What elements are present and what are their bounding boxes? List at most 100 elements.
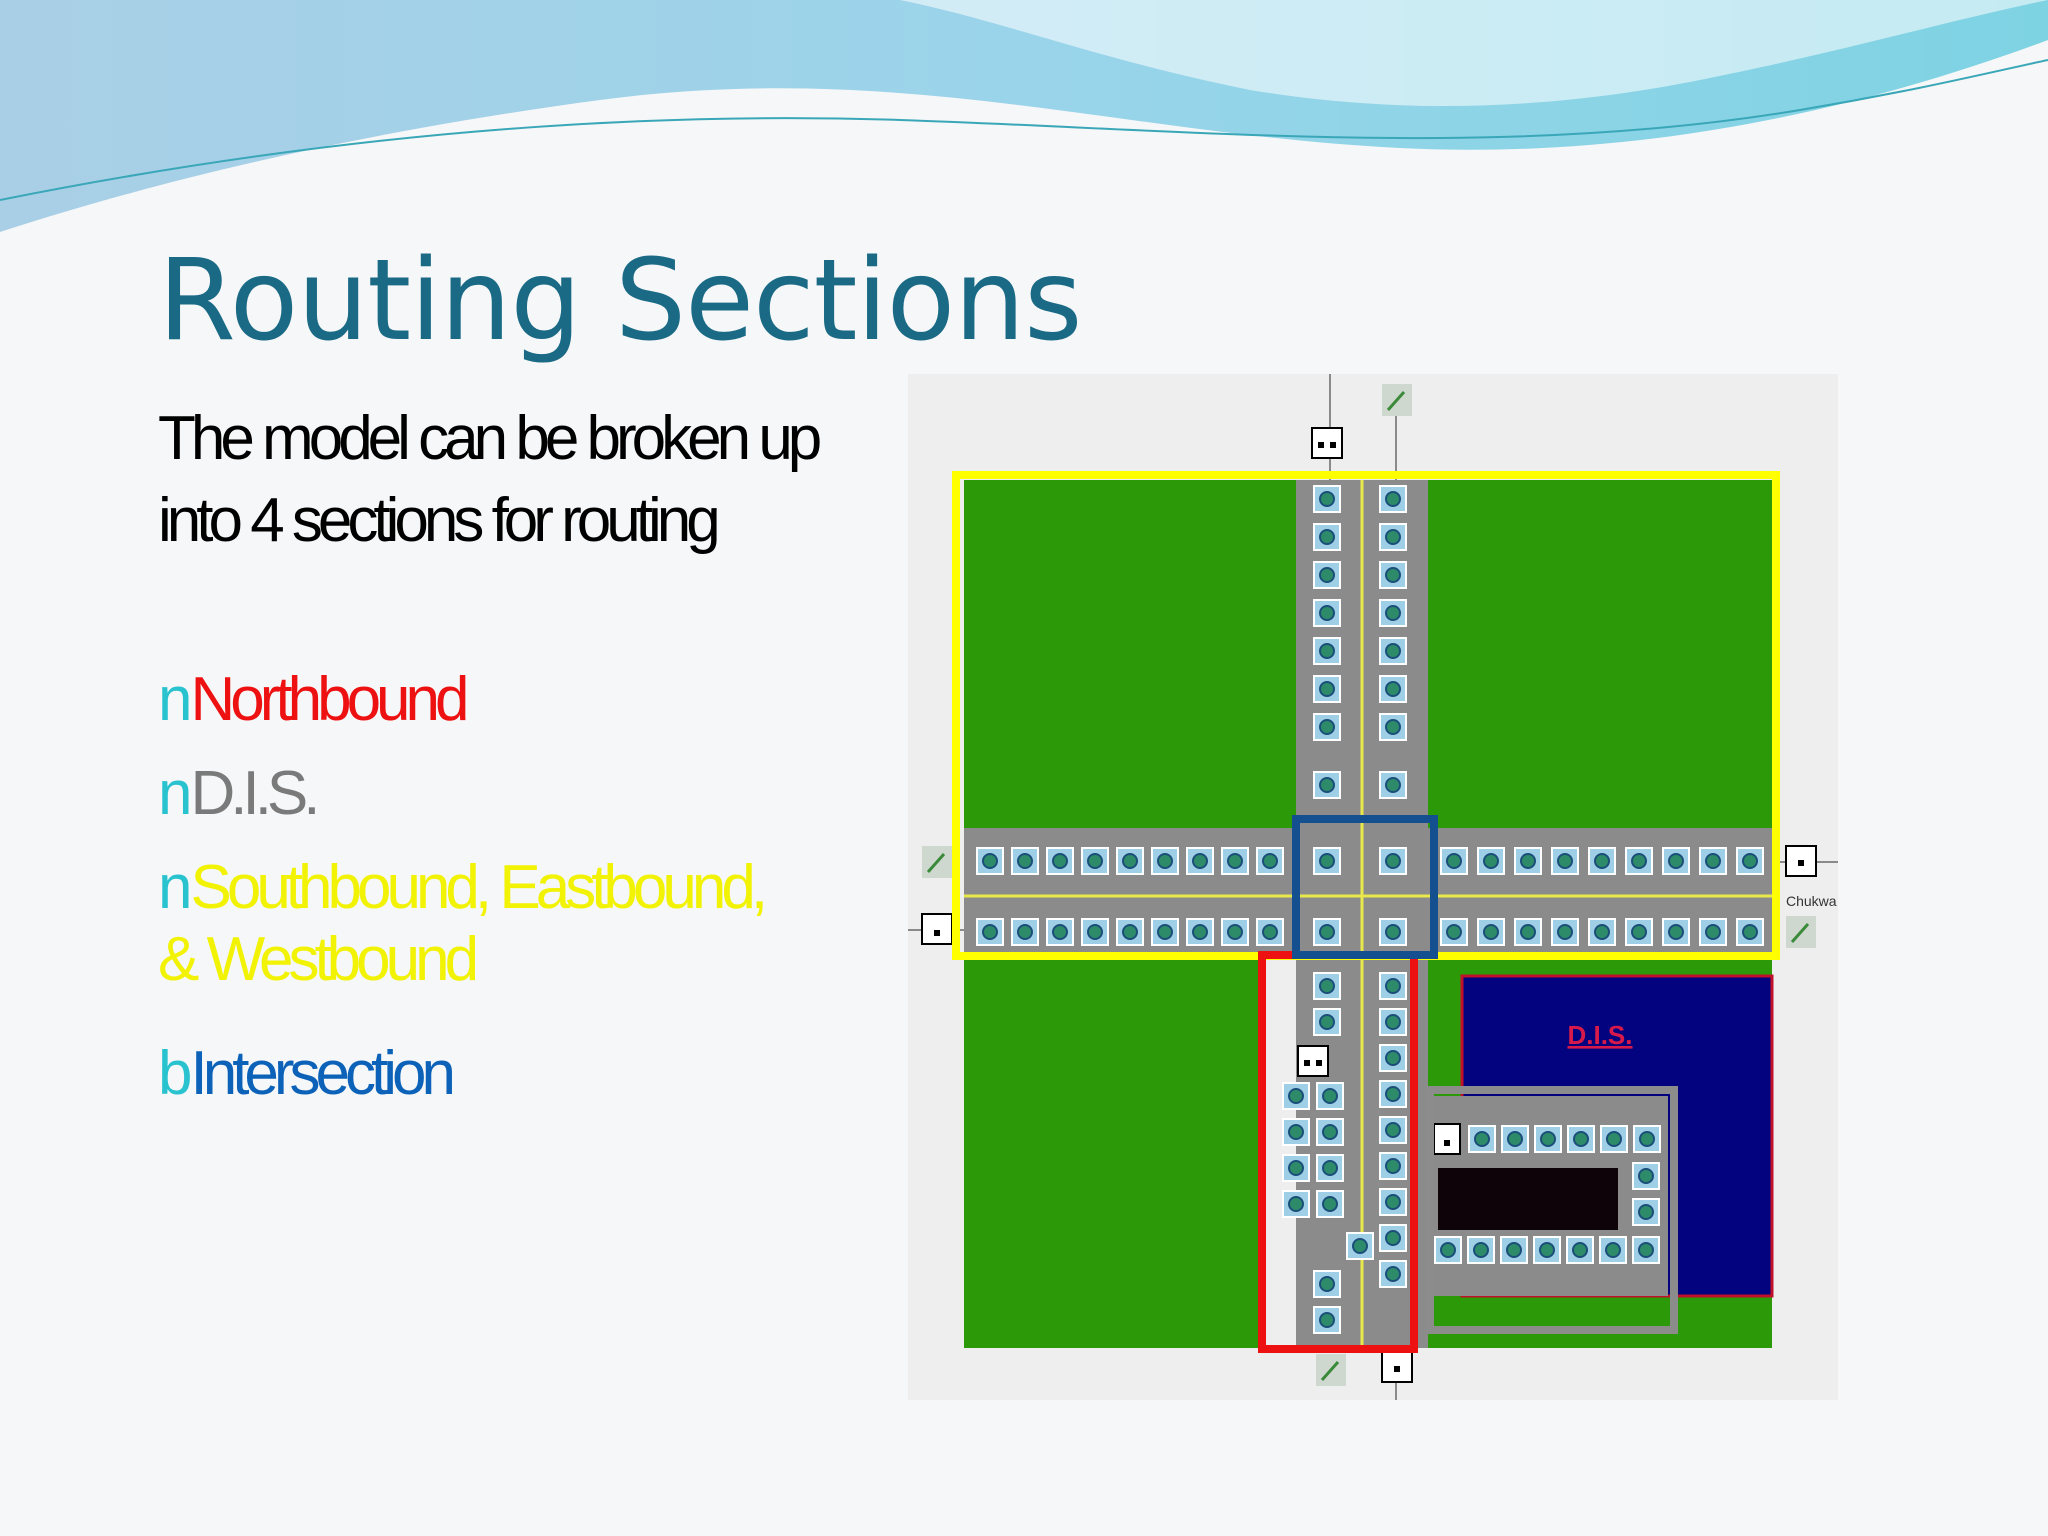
- slide-title: Routing Sections: [158, 236, 1082, 366]
- routing-cell: [1313, 675, 1341, 703]
- routing-cell: [1567, 1125, 1595, 1153]
- routing-cell: [1313, 918, 1341, 946]
- routing-cell: [1500, 1236, 1528, 1264]
- routing-cell: [1256, 918, 1284, 946]
- generator-icon-west: [921, 913, 953, 945]
- routing-cell: [1632, 1236, 1660, 1264]
- routing-cell: [1116, 918, 1144, 946]
- routing-cell: [1313, 713, 1341, 741]
- routing-cell: [1379, 1260, 1407, 1288]
- list-item-northbound: nNorthbound: [158, 664, 470, 736]
- routing-cell: [1316, 1118, 1344, 1146]
- routing-cell: [1046, 918, 1074, 946]
- routing-cell: [1625, 918, 1653, 946]
- routing-cell: [1588, 918, 1616, 946]
- routing-cell: [1221, 918, 1249, 946]
- routing-cell: [1477, 847, 1505, 875]
- routing-cell: [1379, 713, 1407, 741]
- routing-cell: [1379, 1044, 1407, 1072]
- sink-icon-south: [1316, 1354, 1346, 1386]
- generator-icon-east: [1785, 845, 1817, 877]
- grass-ne: [1428, 480, 1772, 828]
- routing-cell: [1440, 847, 1468, 875]
- routing-cell: [1379, 637, 1407, 665]
- routing-cells: [976, 485, 1764, 1334]
- decision-icon-dis-2: [1433, 1123, 1461, 1155]
- routing-cell: [1379, 675, 1407, 703]
- routing-cell: [1599, 1236, 1627, 1264]
- routing-cell: [1282, 1190, 1310, 1218]
- bullet-text: D.I.S.: [190, 759, 320, 828]
- routing-cell: [1116, 847, 1144, 875]
- routing-cell: [1081, 918, 1109, 946]
- dis-black-block: [1438, 1168, 1618, 1230]
- routing-cell: [1736, 918, 1764, 946]
- routing-cell: [1633, 1125, 1661, 1153]
- section-box-intersection: [1292, 815, 1438, 959]
- routing-cell: [1551, 847, 1579, 875]
- routing-cell: [1600, 1125, 1628, 1153]
- routing-cell: [1632, 1162, 1660, 1190]
- routing-cell: [1186, 847, 1214, 875]
- bullet-text-continued: & Westbound: [158, 925, 479, 994]
- routing-cell: [1313, 771, 1341, 799]
- routing-cell: [1736, 847, 1764, 875]
- routing-cell: [1514, 918, 1542, 946]
- bullet-text: Intersection: [190, 1039, 456, 1108]
- routing-cell: [1313, 485, 1341, 513]
- routing-cell: [1316, 1190, 1344, 1218]
- routing-diagram: D.I.S. Chukwa: [908, 374, 1838, 1400]
- generator-icon-north: [1311, 427, 1343, 459]
- routing-cell: [1477, 918, 1505, 946]
- routing-cell: [1440, 918, 1468, 946]
- routing-cell: [1316, 1082, 1344, 1110]
- bullet-text: Northbound: [190, 665, 469, 734]
- routing-cell: [1379, 485, 1407, 513]
- grass-sw: [964, 958, 1264, 1348]
- grass-nw: [964, 480, 1296, 828]
- routing-cell: [1379, 1116, 1407, 1144]
- routing-cell: [1313, 847, 1341, 875]
- routing-cell: [1566, 1236, 1594, 1264]
- routing-cell: [1313, 599, 1341, 627]
- sink-icon-west: [922, 846, 952, 878]
- routing-cell: [1379, 847, 1407, 875]
- routing-cell: [1379, 1224, 1407, 1252]
- routing-cell: [1379, 972, 1407, 1000]
- dis-label: D.I.S.: [1567, 1020, 1632, 1050]
- routing-cell: [1346, 1232, 1374, 1260]
- routing-cell: [1551, 918, 1579, 946]
- routing-cell: [1699, 847, 1727, 875]
- bullet-marker: n: [158, 853, 193, 922]
- list-item-intersection: bIntersection: [158, 1038, 456, 1110]
- routing-cell: [1011, 847, 1039, 875]
- routing-cell: [1046, 847, 1074, 875]
- routing-cell: [976, 918, 1004, 946]
- routing-cell: [1434, 1236, 1462, 1264]
- routing-cell: [1662, 918, 1690, 946]
- side-label: Chukwa: [1786, 893, 1837, 909]
- routing-cell: [1313, 972, 1341, 1000]
- routing-cell: [1186, 918, 1214, 946]
- routing-cell: [1221, 847, 1249, 875]
- decision-icon-dis-1: [1297, 1045, 1329, 1077]
- routing-cell: [1081, 847, 1109, 875]
- bullet-marker: n: [158, 759, 193, 828]
- section-box-dis: [1426, 1086, 1678, 1334]
- routing-cell: [1282, 1154, 1310, 1182]
- intro-text: The model can be broken up into 4 sectio…: [158, 404, 822, 555]
- routing-cell: [1588, 847, 1616, 875]
- routing-cell: [1313, 637, 1341, 665]
- routing-cell: [1514, 847, 1542, 875]
- routing-cell: [976, 847, 1004, 875]
- routing-cell: [1011, 918, 1039, 946]
- routing-cell: [1256, 847, 1284, 875]
- routing-cell: [1379, 918, 1407, 946]
- sink-icon-north: [1382, 384, 1412, 416]
- routing-cell: [1379, 561, 1407, 589]
- routing-cell: [1379, 1188, 1407, 1216]
- list-item-dis: nD.I.S.: [158, 758, 321, 830]
- routing-cell: [1379, 771, 1407, 799]
- routing-cell: [1282, 1082, 1310, 1110]
- routing-cell: [1379, 1008, 1407, 1036]
